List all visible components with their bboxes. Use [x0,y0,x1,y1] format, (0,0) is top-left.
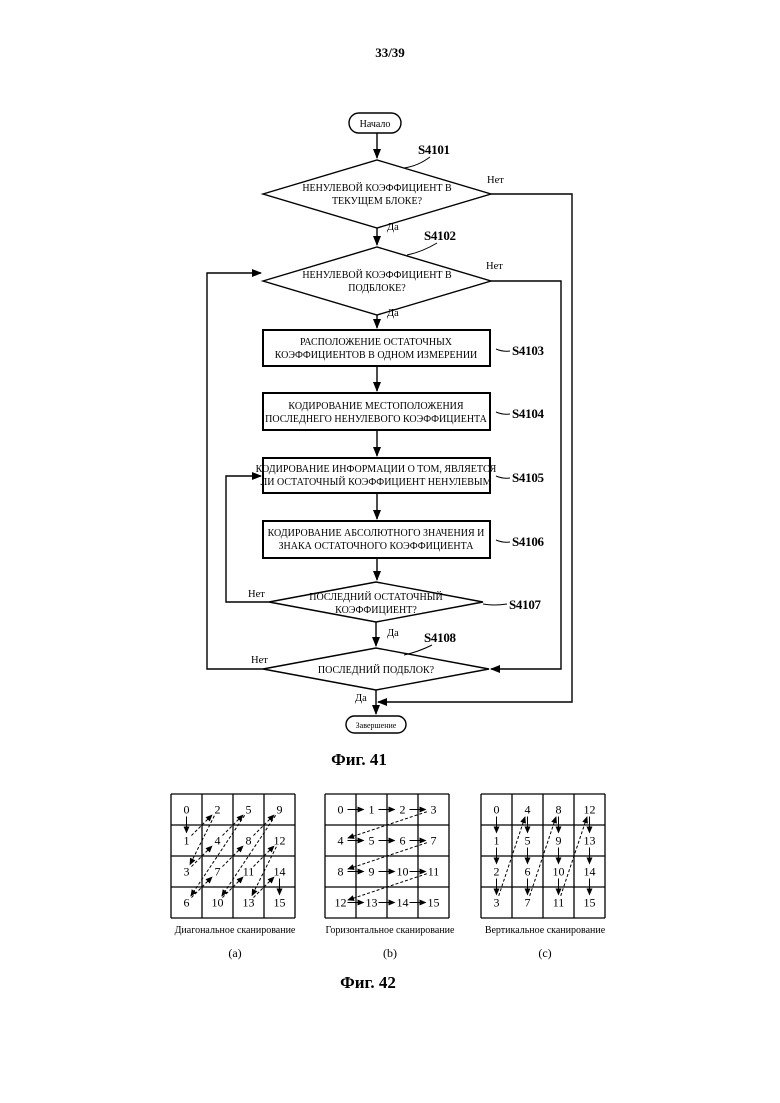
s4104-line2: ПОСЛЕДНЕГО НЕНУЛЕВОГО КОЭФФИЦИЕНТА [265,414,488,425]
scan-label-horizontal: (b) [383,946,397,960]
s4103-line1: РАСПОЛОЖЕНИЕ ОСТАТОЧНЫХ [300,337,453,348]
scan-order-number: 0 [338,803,344,817]
end-label: Завершение [356,721,397,730]
scan-label-diagonal: (a) [228,946,241,960]
s4104-id: S4104 [512,406,545,421]
s4108-id: S4108 [424,630,457,645]
scan-order-number: 5 [369,834,375,848]
scan-order-number: 15 [428,896,440,910]
scan-order-number: 1 [184,834,190,848]
s4106-id: S4106 [512,534,545,549]
scan-order-number: 0 [494,803,500,817]
s4102-yes: Да [387,308,399,319]
scan-order-number: 4 [525,803,531,817]
s4107-line2: КОЭФФИЦИЕНТ? [335,605,417,616]
decision-s4102 [263,247,491,315]
s4106-line2: ЗНАКА ОСТАТОЧНОГО КОЭФФИЦИЕНТА [279,541,475,552]
scan-order-number: 11 [428,865,440,879]
scan-order-number: 12 [584,803,596,817]
scan-order-number: 3 [184,865,190,879]
scan-order-number: 8 [556,803,562,817]
s4101-line2: ТЕКУЩЕМ БЛОКЕ? [332,196,423,207]
s4102-line1: НЕНУЛЕВОЙ КОЭФФИЦИЕНТ В [302,269,452,281]
scan-order-number: 8 [338,865,344,879]
scan-order-number: 4 [215,834,221,848]
fig42-caption: Фиг. 42 [340,973,396,992]
scan-order-number: 8 [246,834,252,848]
scan-order-number: 14 [584,865,596,879]
fig41-caption: Фиг. 41 [331,750,387,769]
s4108-yes: Да [355,693,367,704]
s4101-yes: Да [387,222,399,233]
scan-order-number: 0 [184,803,190,817]
scan-order-number: 15 [584,896,596,910]
s4102-no: Нет [486,261,503,272]
s4101-id: S4101 [418,142,450,157]
scan-order-number: 12 [274,834,286,848]
process-s4106 [263,521,490,558]
scan-order-number: 4 [338,834,344,848]
s4107-line1: ПОСЛЕДНИЙ ОСТАТОЧНЫЙ [309,591,442,603]
scan-order-number: 13 [366,896,378,910]
scan-caption-vertical: Вертикальное сканирование [485,925,606,936]
scan-order-number: 7 [215,865,221,879]
scan-order-number: 5 [246,803,252,817]
scan-order-number: 2 [400,803,406,817]
s4107-id: S4107 [509,597,542,612]
scan-order-number: 2 [494,865,500,879]
scan-order-number: 11 [553,896,565,910]
scan-order-number: 1 [369,803,375,817]
scan-order-number: 13 [243,896,255,910]
scan-order-number: 6 [525,865,531,879]
s4108-no: Нет [251,655,268,666]
scan-order-number: 9 [369,865,375,879]
scan-order-number: 15 [274,896,286,910]
scan-order-number: 2 [215,803,221,817]
scan-label-vertical: (c) [538,946,551,960]
s4103-line2: КОЭФФИЦИЕНТОВ В ОДНОМ ИЗМЕРЕНИИ [275,350,478,361]
decision-s4101 [263,160,491,228]
scan-order-number: 1 [494,834,500,848]
scan-order-number: 9 [556,834,562,848]
scan-caption-horizontal: Горизонтальное сканирование [326,925,455,936]
start-label: Начало [360,119,391,130]
scan-order-number: 10 [553,865,565,879]
scan-grid-horizontal: 0123456789101112131415Горизонтальное ска… [325,794,455,960]
scan-caption-diagonal: Диагональное сканирование [175,925,296,936]
scan-order-number: 3 [431,803,437,817]
scan-grid-vertical: 0481215913261014371115Вертикальное скани… [481,794,606,960]
scan-order-number: 13 [584,834,596,848]
scan-order-number: 10 [397,865,409,879]
s4102-line2: ПОДБЛОКЕ? [348,283,406,294]
scan-order-number: 5 [525,834,531,848]
s4106-line1: КОДИРОВАНИЕ АБСОЛЮТНОГО ЗНАЧЕНИЯ И [268,528,485,539]
scan-order-number: 14 [274,865,286,879]
page-number: 33/39 [375,45,405,60]
scan-order-number: 9 [277,803,283,817]
scan-order-number: 11 [243,865,255,879]
s4104-line1: КОДИРОВАНИЕ МЕСТОПОЛОЖЕНИЯ [288,401,463,412]
scan-order-number: 3 [494,896,500,910]
s4102-id: S4102 [424,228,456,243]
s4101-line1: НЕНУЛЕВОЙ КОЭФФИЦИЕНТ В [302,182,452,194]
scan-order-number: 7 [525,896,531,910]
scan-order-number: 6 [400,834,406,848]
s4108-line1: ПОСЛЕДНИЙ ПОДБЛОК? [318,664,435,676]
scan-order-number: 12 [335,896,347,910]
scan-order-number: 10 [212,896,224,910]
s4103-id: S4103 [512,343,545,358]
s4105-line1: КОДИРОВАНИЕ ИНФОРМАЦИИ О ТОМ, ЯВЛЯЕТСЯ [256,464,497,475]
scan-grid-diagonal: 0259148123711146101315Диагональное скани… [171,794,296,960]
scan-order-number: 7 [431,834,437,848]
s4105-id: S4105 [512,470,545,485]
scan-order-number: 14 [397,896,409,910]
scan-order-number: 6 [184,896,190,910]
fig42-scan-grids: 0259148123711146101315Диагональное скани… [171,794,606,960]
s4107-no: Нет [248,589,265,600]
s4101-no: Нет [487,175,504,186]
s4107-yes: Да [387,628,399,639]
s4105-line2: ЛИ ОСТАТОЧНЫЙ КОЭФФИЦИЕНТ НЕНУЛЕВЫМ [261,476,492,488]
